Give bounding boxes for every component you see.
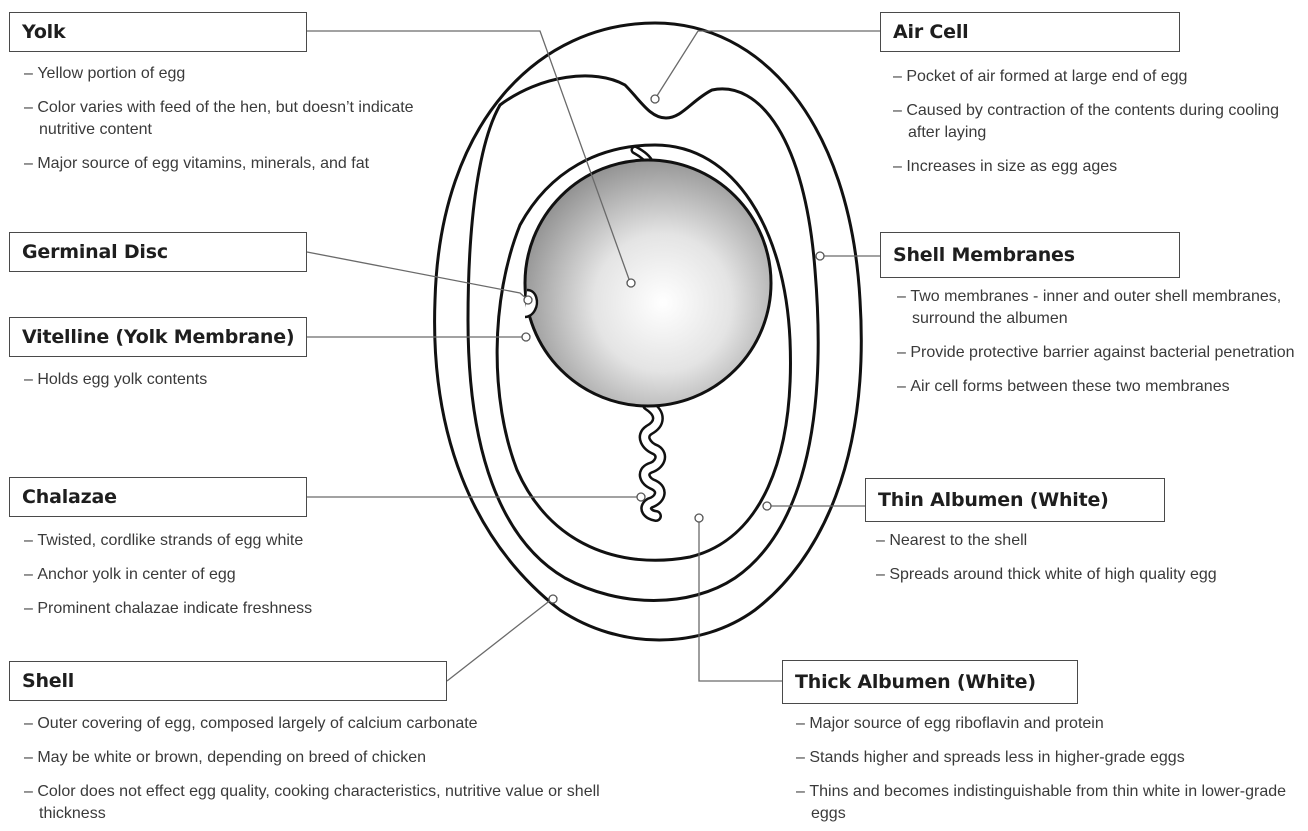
yolk-label: Yolk	[9, 12, 307, 52]
air-cell-note: Pocket of air formed at large end of egg	[893, 66, 1293, 88]
marker-yolk	[627, 279, 635, 287]
air-cell-label: Air Cell	[880, 12, 1180, 52]
yolk-note: Color varies with feed of the hen, but d…	[24, 97, 454, 141]
thick-albumen-notes: Major source of egg riboflavin and prote…	[796, 713, 1301, 825]
yolk-note: Yellow portion of egg	[24, 63, 454, 85]
chalazae-note: Twisted, cordlike strands of egg white	[24, 530, 424, 552]
thin-albumen-note: Spreads around thick white of high quali…	[876, 564, 1306, 586]
marker-air-cell	[651, 95, 659, 103]
vitelline-label: Vitelline (Yolk Membrane)	[9, 317, 307, 357]
air-cell-note: Increases in size as egg ages	[893, 156, 1293, 178]
yolk-notes: Yellow portion of egg Color varies with …	[24, 63, 454, 175]
thin-albumen-label: Thin Albumen (White)	[865, 478, 1165, 522]
chalazae-label: Chalazae	[9, 477, 307, 517]
shell-membranes-label: Shell Membranes	[880, 232, 1180, 278]
air-cell-note: Caused by contraction of the contents du…	[893, 100, 1293, 144]
air-cell-notes: Pocket of air formed at large end of egg…	[893, 66, 1293, 178]
thick-albumen-note: Thins and becomes indistinguishable from…	[796, 781, 1301, 825]
marker-thick-albumen	[695, 514, 703, 522]
shell-label: Shell	[9, 661, 447, 701]
chalazae-note: Anchor yolk in center of egg	[24, 564, 424, 586]
vitelline-notes: Holds egg yolk contents	[24, 369, 424, 391]
marker-thin-albumen	[763, 502, 771, 510]
shell-membranes-notes: Two membranes - inner and outer shell me…	[897, 286, 1307, 398]
thin-albumen-note: Nearest to the shell	[876, 530, 1306, 552]
thick-albumen-note: Major source of egg riboflavin and prote…	[796, 713, 1301, 735]
shell-note: Color does not effect egg quality, cooki…	[24, 781, 634, 825]
yolk-note: Major source of egg vitamins, minerals, …	[24, 153, 454, 175]
chalazae-note: Prominent chalazae indicate freshness	[24, 598, 424, 620]
leader-shell	[447, 599, 552, 681]
shell-note: Outer covering of egg, composed largely …	[24, 713, 634, 735]
thick-albumen-note: Stands higher and spreads less in higher…	[796, 747, 1301, 769]
shell-membranes-note: Two membranes - inner and outer shell me…	[897, 286, 1307, 330]
shell-membranes-note: Air cell forms between these two membran…	[897, 376, 1307, 398]
marker-shell	[549, 595, 557, 603]
germinal-disc-label: Germinal Disc	[9, 232, 307, 272]
marker-shell-membranes	[816, 252, 824, 260]
thin-albumen-notes: Nearest to the shell Spreads around thic…	[876, 530, 1306, 586]
marker-germinal-disc	[524, 296, 532, 304]
marker-vitelline	[522, 333, 530, 341]
shell-membranes-note: Provide protective barrier against bacte…	[897, 342, 1307, 364]
vitelline-note: Holds egg yolk contents	[24, 369, 424, 391]
chalazae-notes: Twisted, cordlike strands of egg white A…	[24, 530, 424, 620]
marker-chalazae	[637, 493, 645, 501]
shell-notes: Outer covering of egg, composed largely …	[24, 713, 634, 825]
thick-albumen-label: Thick Albumen (White)	[782, 660, 1078, 704]
yolk-sphere	[525, 160, 771, 406]
shell-note: May be white or brown, depending on bree…	[24, 747, 634, 769]
